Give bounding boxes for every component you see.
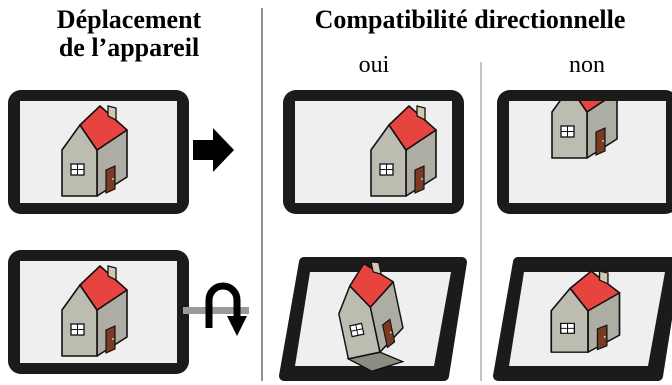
house-icon <box>328 257 408 373</box>
house-icon <box>551 101 618 159</box>
right-arrow-icon <box>193 128 234 172</box>
device-motion-heading-line1: Déplacement <box>56 5 202 34</box>
device-motion-heading-line2: de l’appareil <box>58 33 200 62</box>
directional-compatibility-heading: Compatibilité directionnelle <box>314 5 626 34</box>
column-label-yes: oui <box>358 52 390 78</box>
rotate-arrow-icon <box>183 282 249 336</box>
column-label-no: non <box>569 52 605 78</box>
device-motion-heading: Déplacement de l’appareil <box>0 6 258 62</box>
